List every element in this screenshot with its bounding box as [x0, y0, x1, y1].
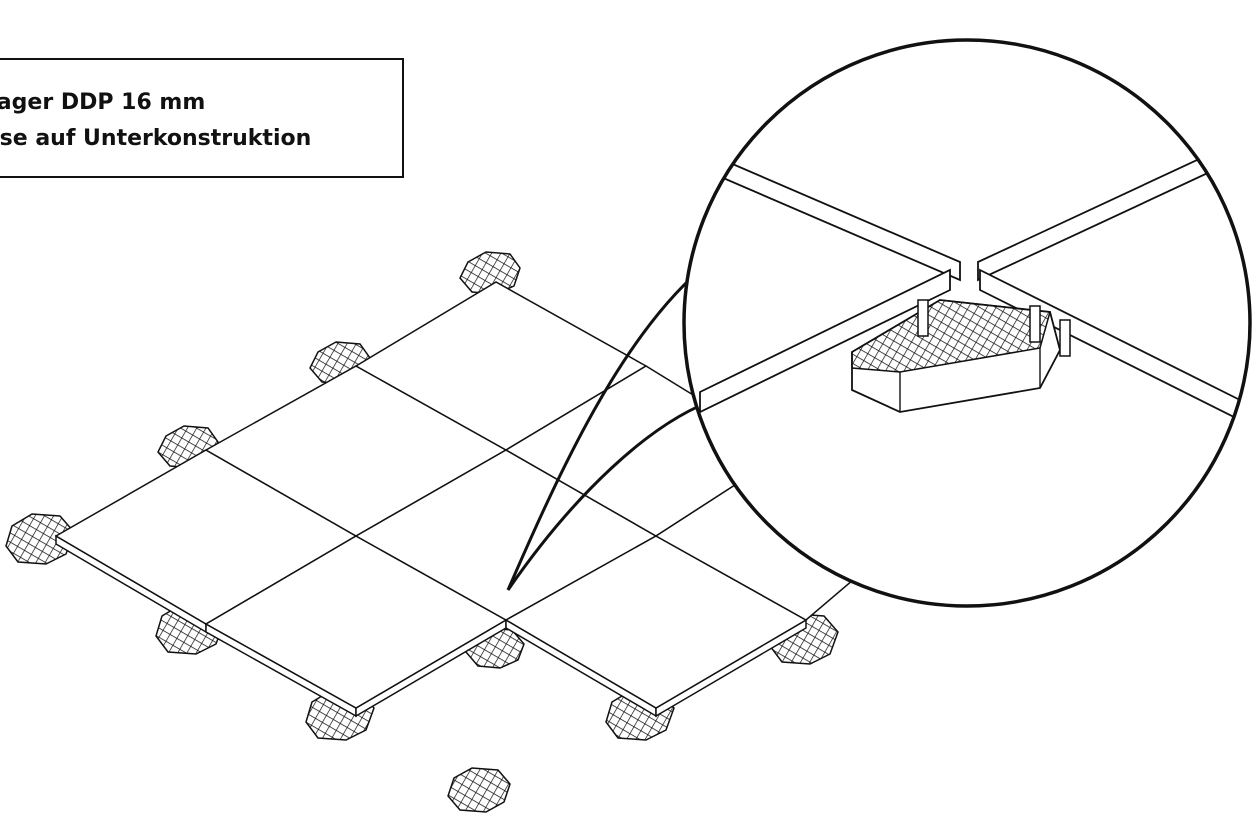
pedestal	[5, 513, 75, 565]
tiles	[54, 281, 902, 709]
callout-pointer	[506, 268, 721, 591]
title-line-1: elzlager DDP 16 mm	[0, 90, 206, 115]
detail-magnifier	[682, 38, 1252, 608]
title-label-box: elzlager DDP 16 mm rrasse auf Unterkonst…	[0, 58, 404, 178]
pedestal	[447, 767, 511, 813]
pedestal	[459, 251, 521, 295]
title-line-2: rrasse auf Unterkonstruktion	[0, 126, 312, 151]
tile-edges	[55, 534, 807, 718]
